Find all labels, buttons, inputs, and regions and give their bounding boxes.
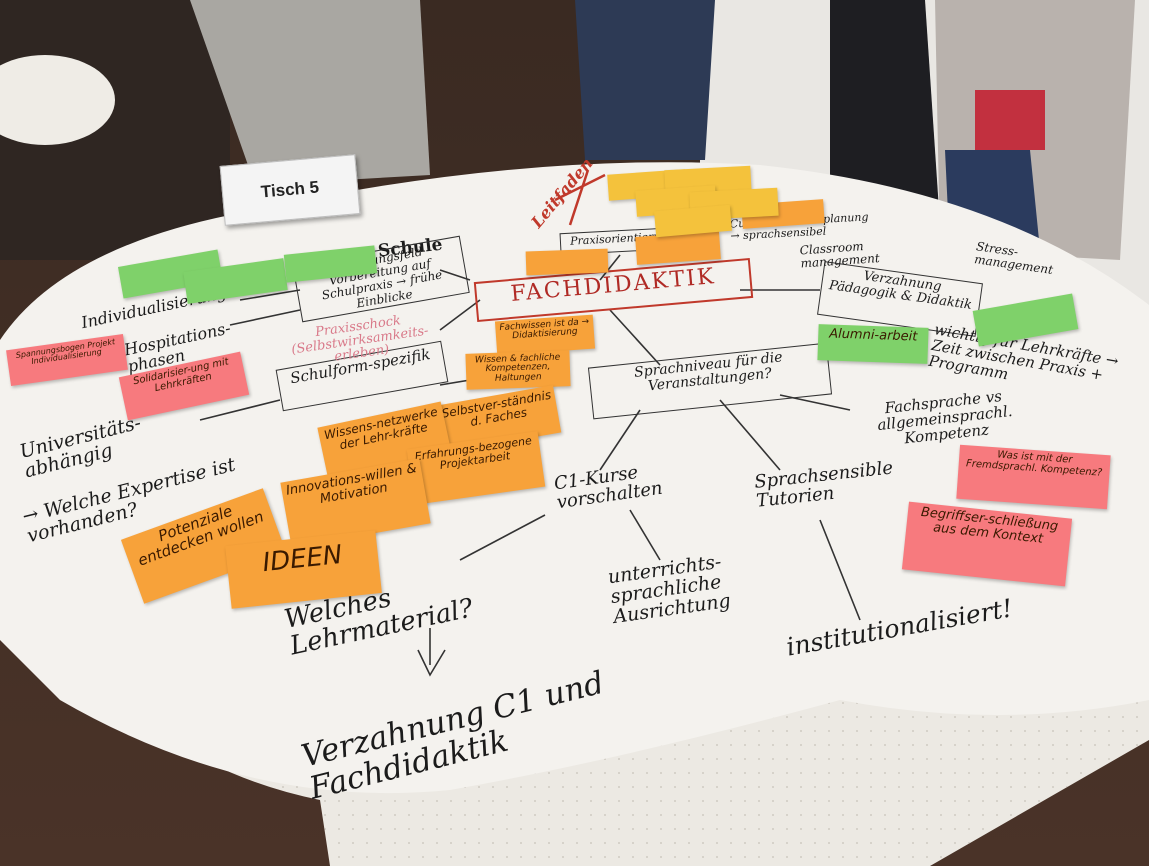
- note-fachwissen: Fachwissen ist da → Didaktisierung: [494, 314, 596, 356]
- note-alumni: Alumni-arbeit: [817, 324, 929, 364]
- note-was-ist: Was ist mit der Fremdsprachl. Kompetenz?: [956, 444, 1111, 510]
- table-number-card: Tisch 5: [219, 154, 361, 226]
- person-center: [575, 0, 715, 160]
- note-wissen: Wissen & fachliche Kompetenzen, Haltunge…: [465, 350, 571, 390]
- note-top-2: [635, 231, 721, 265]
- note-top-1: [525, 248, 609, 276]
- person-left: [190, 0, 430, 185]
- person-dark: [830, 0, 940, 225]
